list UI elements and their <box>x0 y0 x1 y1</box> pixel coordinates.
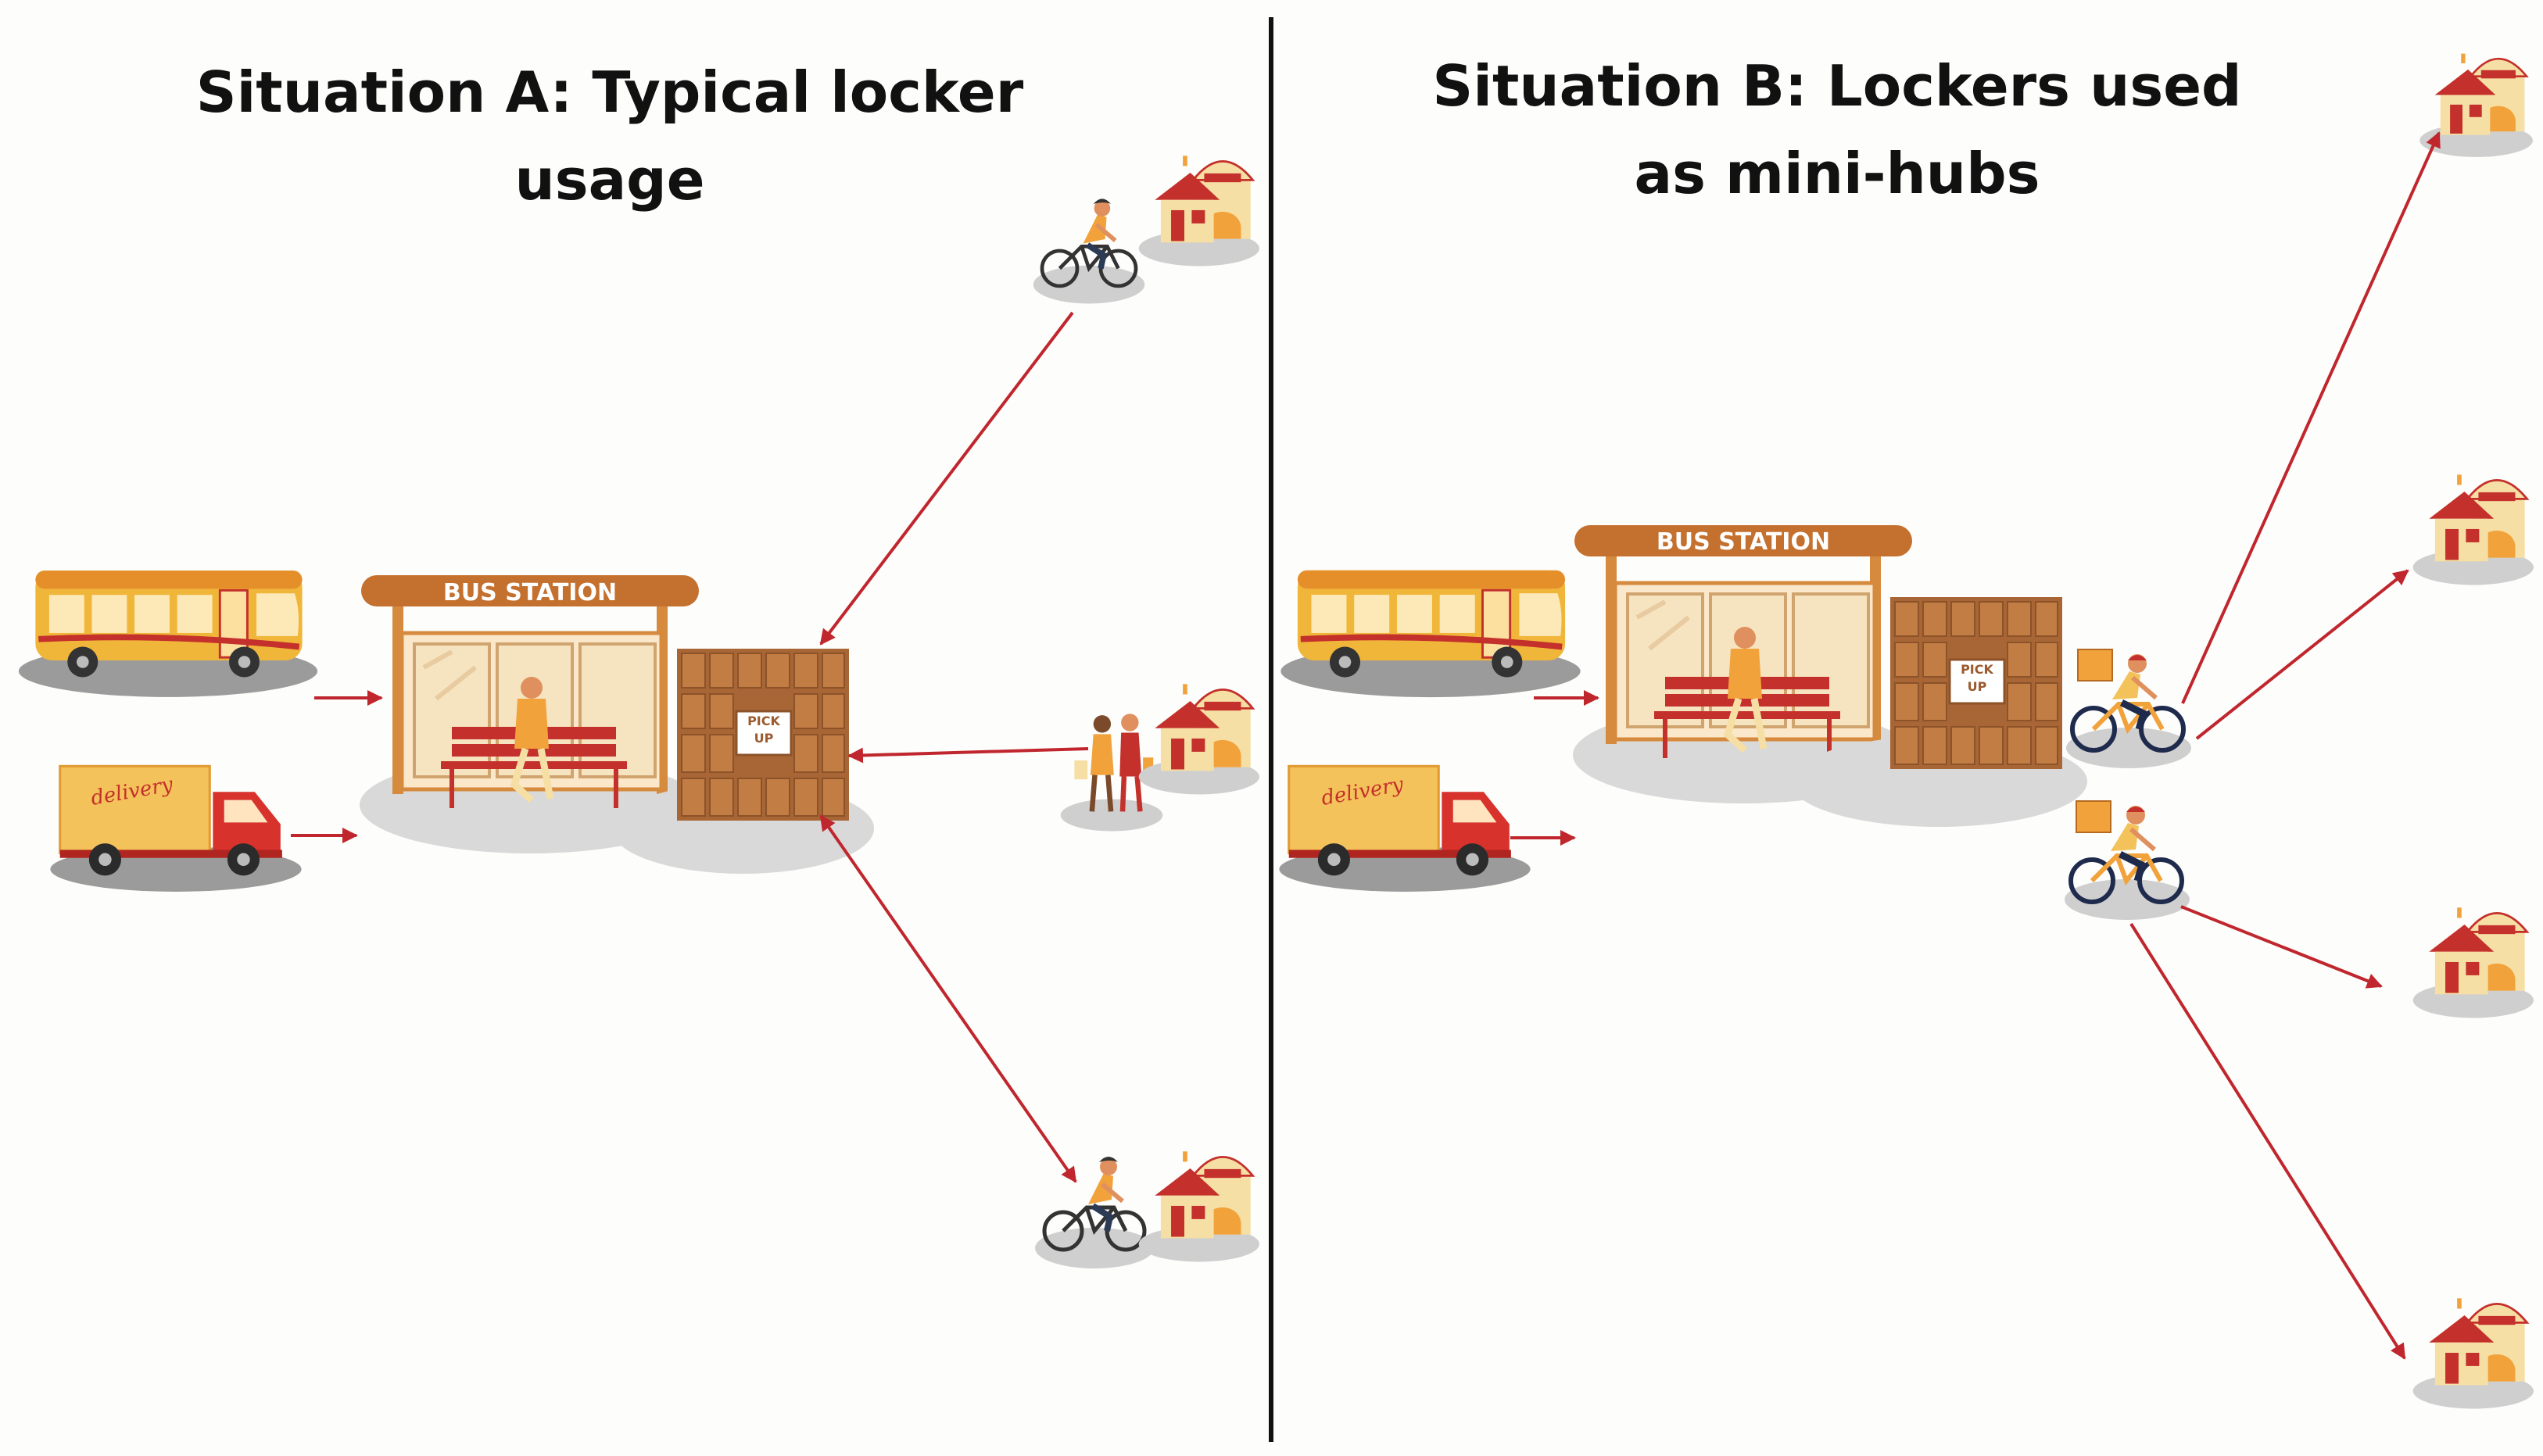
situation-b-panel: delivery BUS STATION PICK UP <box>1277 52 2535 1411</box>
arrow <box>2129 922 2406 1360</box>
arrow <box>847 747 1089 764</box>
house-icon <box>1137 682 1261 796</box>
locker-pick-label: PICK <box>1961 662 1993 677</box>
station-label: BUS STATION <box>443 579 617 606</box>
locker-up-label: UP <box>1968 679 1987 694</box>
situation-b-title: Situation B: Lockers used as mini-hubs <box>1399 42 2275 217</box>
arrow <box>2180 905 2383 989</box>
situation-b-title-line1: Situation B: Lockers used <box>1432 53 2242 119</box>
cyclist-icon <box>1033 199 1145 303</box>
house-icon <box>2412 906 2535 1020</box>
station-label: BUS STATION <box>1657 528 1830 556</box>
cyclist-icon <box>1035 1157 1154 1268</box>
house-icon <box>1137 1150 1261 1264</box>
arrow <box>2181 131 2441 704</box>
locker-icon: PICK UP <box>611 649 874 874</box>
arrow <box>819 311 1074 646</box>
house-icon <box>1137 154 1261 268</box>
locker-up-label: UP <box>754 731 774 746</box>
delivery-truck-icon: delivery <box>48 764 303 893</box>
arrow <box>2195 569 2409 740</box>
arrow <box>819 814 1077 1183</box>
delivery-truck-icon: delivery <box>1277 764 1532 893</box>
bus-icon <box>1280 571 1580 697</box>
courier-cyclist-icon <box>2066 649 2191 768</box>
house-icon <box>2412 1297 2535 1411</box>
courier-cyclist-icon <box>2065 801 2190 920</box>
bus-station-icon: BUS STATION <box>1573 525 1914 803</box>
locker-icon: PICK UP <box>1790 597 2087 827</box>
bus-station-icon: BUS STATION <box>360 575 700 853</box>
house-icon <box>2412 473 2535 587</box>
situation-a-panel: delivery BUS STATION PICK UP <box>19 154 1261 1268</box>
situation-a-title: Situation A: Typical locker usage <box>195 59 1024 213</box>
situation-b-title-line2: as mini-hubs <box>1634 141 2040 206</box>
locker-pick-label: PICK <box>747 714 780 728</box>
bus-icon <box>19 571 317 697</box>
